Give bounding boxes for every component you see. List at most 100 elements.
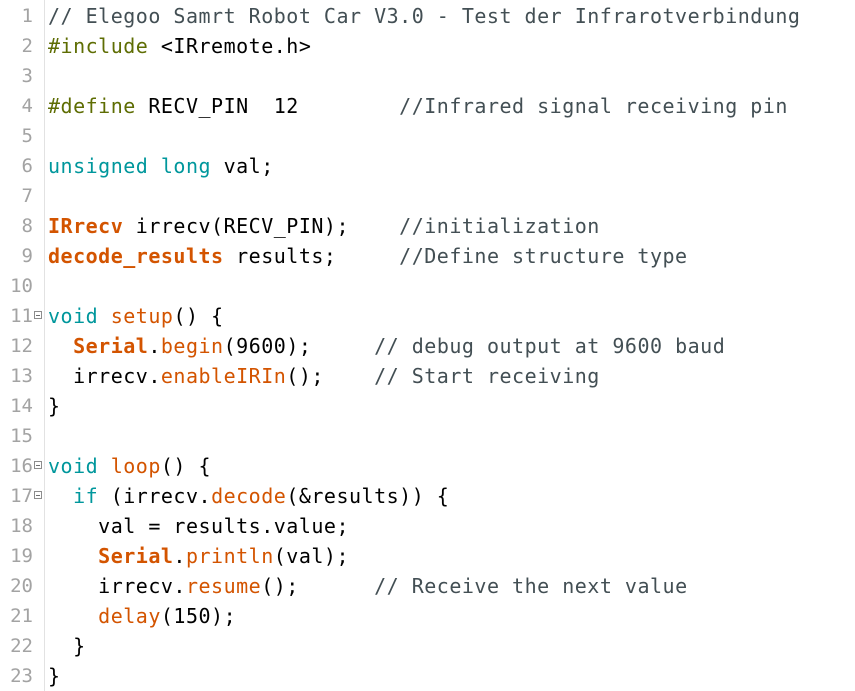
code-line[interactable]: 10 xyxy=(0,271,855,301)
line-number: 23 xyxy=(10,665,33,687)
code-line[interactable]: 19 Serial.println(val); xyxy=(0,541,855,571)
code-text: #define RECV_PIN 12 //Infrared signal re… xyxy=(48,91,788,121)
code-text: Serial.println(val); xyxy=(48,541,349,571)
code-token xyxy=(48,334,73,358)
code-token: setup xyxy=(110,304,174,328)
code-text: #include <IRremote.h> xyxy=(48,31,311,61)
line-number-gutter xyxy=(0,0,45,691)
line-number: 8 xyxy=(21,215,33,237)
code-line[interactable]: 21 delay(150); xyxy=(0,601,855,631)
code-line[interactable]: 1 // Elegoo Samrt Robot Car V3.0 - Test d… xyxy=(0,1,855,31)
line-number: 15 xyxy=(10,425,33,447)
code-text: void setup() { xyxy=(48,301,224,331)
code-token: //Infrared signal receiving pin xyxy=(399,94,788,118)
code-text: if (irrecv.decode(&results)) { xyxy=(48,481,449,511)
code-token xyxy=(98,454,111,478)
code-line[interactable]: 18 val = results.value; xyxy=(0,511,855,541)
fold-collapse-icon[interactable] xyxy=(34,491,42,499)
line-number: 5 xyxy=(21,125,33,147)
code-text: irrecv.resume(); // Receive the next val… xyxy=(48,571,688,601)
code-token: } xyxy=(48,634,86,658)
code-line[interactable]: 5 xyxy=(0,121,855,151)
fold-collapse-icon[interactable] xyxy=(34,461,42,469)
code-text: unsigned long val; xyxy=(48,151,274,181)
code-token: val = results.value; xyxy=(48,514,349,538)
code-token: IRrecv xyxy=(48,214,124,238)
code-line[interactable]: 7 xyxy=(0,181,855,211)
code-line[interactable]: 6 unsigned long val; xyxy=(0,151,855,181)
code-line[interactable]: 14} xyxy=(0,391,855,421)
line-number: 4 xyxy=(21,95,33,117)
line-number: 11 xyxy=(10,305,33,327)
code-line[interactable]: 8 IRrecv irrecv(RECV_PIN); //initializati… xyxy=(0,211,855,241)
code-token: () { xyxy=(173,304,224,328)
code-token: (val); xyxy=(273,544,350,568)
line-number: 6 xyxy=(21,155,33,177)
line-number: 18 xyxy=(10,515,33,537)
code-text: val = results.value; xyxy=(48,511,349,541)
line-number: 20 xyxy=(10,575,33,597)
code-line[interactable]: 2 #include <IRremote.h> xyxy=(0,31,855,61)
code-token: . xyxy=(173,544,186,568)
line-number: 13 xyxy=(10,365,33,387)
code-token: Serial xyxy=(98,544,174,568)
code-line[interactable]: 3 xyxy=(0,61,855,91)
code-line[interactable]: 15 xyxy=(0,421,855,451)
code-token: void xyxy=(48,454,99,478)
code-token: delay xyxy=(98,604,161,628)
code-token: // Receive the next value xyxy=(374,574,688,598)
code-line[interactable]: 13 irrecv.enableIRIn(); // Start receivi… xyxy=(0,361,855,391)
code-text: delay(150); xyxy=(48,601,236,631)
code-token: loop xyxy=(110,454,161,478)
code-token: (9600); xyxy=(223,334,375,358)
code-line[interactable]: 12 Serial.begin(9600); // debug output a… xyxy=(0,331,855,361)
code-token: // debug output at 9600 baud xyxy=(374,334,726,358)
code-token: resume xyxy=(185,574,262,598)
code-text: irrecv.enableIRIn(); // Start receiving xyxy=(48,361,600,391)
code-line[interactable]: 17 if (irrecv.decode(&results)) { xyxy=(0,481,855,511)
fold-collapse-icon[interactable] xyxy=(34,311,42,319)
code-token: . xyxy=(148,334,161,358)
code-token: //Define structure type xyxy=(399,244,688,268)
code-line[interactable]: 4 #define RECV_PIN 12 //Infrared signal r… xyxy=(0,91,855,121)
code-token: void xyxy=(48,304,99,328)
code-line[interactable]: 22 } xyxy=(0,631,855,661)
code-token: // Start receiving xyxy=(374,364,600,388)
code-text: void loop() { xyxy=(48,451,211,481)
code-text: Serial.begin(9600); // debug output at 9… xyxy=(48,331,725,361)
code-text: IRrecv irrecv(RECV_PIN); //initializatio… xyxy=(48,211,600,241)
line-number: 12 xyxy=(10,335,33,357)
code-token: long xyxy=(160,154,212,178)
code-token: // Elegoo Samrt Robot Car V3.0 - Test de… xyxy=(48,4,801,28)
line-number: 22 xyxy=(10,635,33,657)
code-token: Serial xyxy=(73,334,149,358)
code-text: } xyxy=(48,631,86,661)
code-line[interactable]: 20 irrecv.resume(); // Receive the next … xyxy=(0,571,855,601)
code-token: <IRremote.h> xyxy=(160,34,312,58)
code-token: (); xyxy=(286,364,375,388)
code-token: #define xyxy=(48,94,149,118)
line-number: 14 xyxy=(10,395,33,417)
line-number: 10 xyxy=(10,275,33,297)
code-token xyxy=(148,154,161,178)
line-number: 1 xyxy=(21,5,33,27)
code-text: } xyxy=(48,391,61,421)
line-number: 2 xyxy=(21,35,33,57)
code-token: } xyxy=(48,394,61,418)
line-number: 9 xyxy=(21,245,33,267)
code-token: unsigned xyxy=(48,154,149,178)
code-token: } xyxy=(48,664,61,688)
code-line[interactable]: 23} xyxy=(0,661,855,691)
code-token: println xyxy=(185,544,274,568)
code-line[interactable]: 11 void setup() { xyxy=(0,301,855,331)
line-number: 21 xyxy=(10,605,33,627)
code-token: #include xyxy=(48,34,161,58)
code-token: decode xyxy=(211,484,287,508)
code-token: enableIRIn xyxy=(160,364,287,388)
code-token: (150); xyxy=(160,604,237,628)
line-number: 17 xyxy=(10,485,33,507)
code-token: val; xyxy=(211,154,274,178)
